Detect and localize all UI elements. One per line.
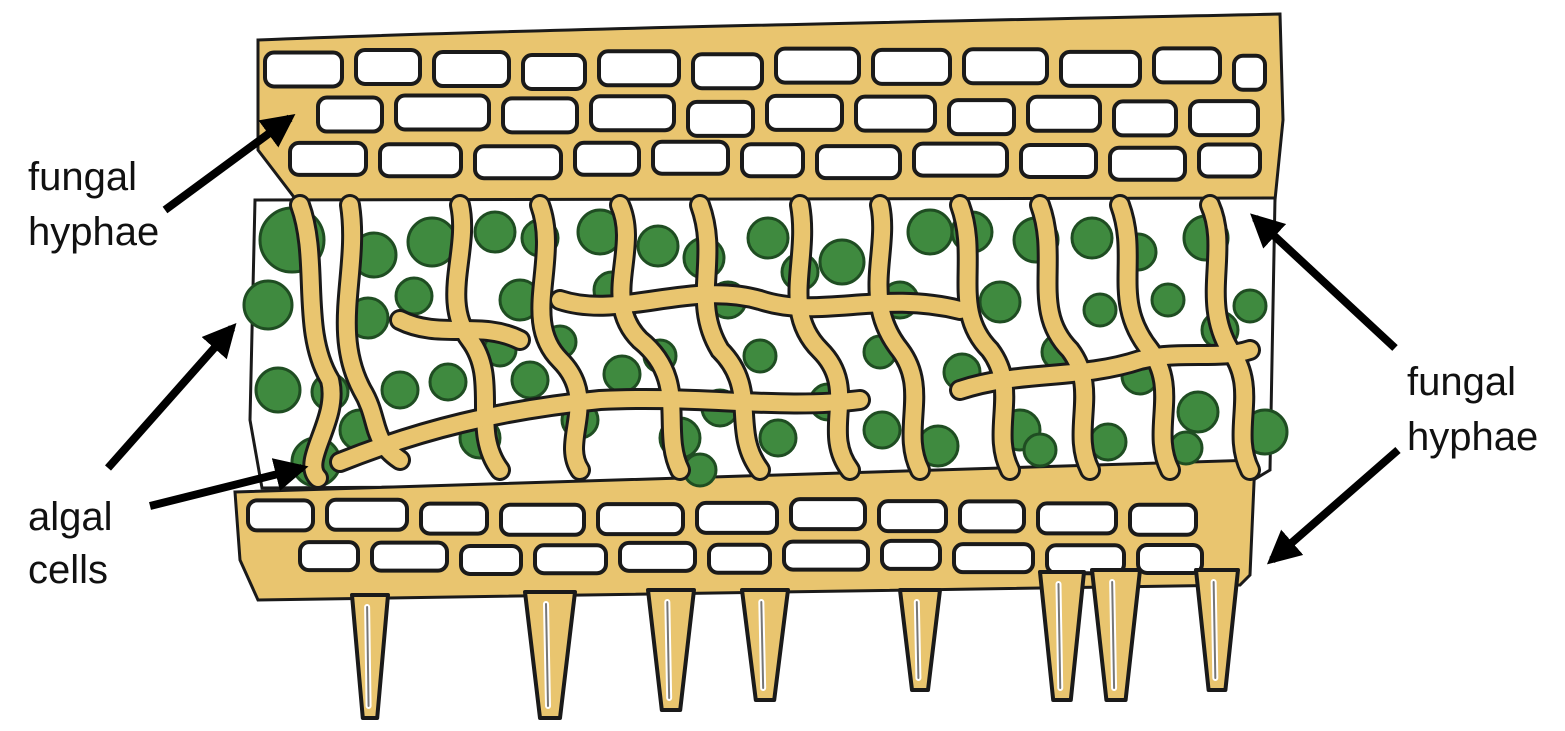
- cortex-cell: [265, 52, 342, 86]
- algal-cell: [760, 420, 796, 456]
- cortex-cell: [1190, 101, 1258, 135]
- cortex-cell: [688, 102, 753, 136]
- cortex-cell: [523, 55, 585, 89]
- cortex-cell: [1114, 101, 1176, 135]
- cortex-cell: [791, 499, 865, 529]
- cortex-cell: [620, 543, 695, 571]
- algal-cell: [908, 210, 952, 254]
- algal-cell: [1234, 290, 1266, 322]
- algal-cell: [1024, 434, 1056, 466]
- cortex-cell: [767, 96, 842, 130]
- label-top-left-line2: hyphae: [28, 210, 159, 254]
- cortex-cell: [914, 144, 1007, 176]
- algal-cell: [604, 356, 640, 392]
- cortex-cell: [882, 541, 940, 569]
- cortex-cell: [709, 545, 770, 573]
- algal-cell: [396, 278, 432, 314]
- cortex-cell: [1130, 505, 1196, 535]
- algal-cell: [382, 372, 418, 408]
- algal-cell: [430, 364, 466, 400]
- cortex-cell: [300, 542, 358, 570]
- cortex-cell: [1154, 48, 1220, 82]
- cortex-cell: [1138, 545, 1202, 573]
- algal-cell: [744, 340, 776, 372]
- label-right-line2: hyphae: [1407, 415, 1538, 459]
- label-bottom-left: algal cells: [28, 495, 113, 592]
- cortex-cell: [964, 49, 1047, 83]
- algal-cell: [1152, 284, 1184, 316]
- cortex-cell: [1021, 145, 1096, 177]
- algal-cell: [256, 368, 300, 412]
- cortex-cell: [873, 50, 950, 84]
- cortex-cell: [318, 98, 382, 132]
- algal-cell: [512, 362, 548, 398]
- algal-cell: [1178, 392, 1218, 432]
- cortex-cell: [949, 100, 1014, 134]
- cortex-cell: [954, 544, 1033, 572]
- cortex-cell: [817, 146, 900, 178]
- cortex-cell: [960, 501, 1024, 531]
- algal-cell: [638, 226, 678, 266]
- label-top-left: fungal hyphae: [28, 155, 159, 254]
- cortex-cell: [421, 504, 487, 534]
- cortex-cell: [1110, 148, 1185, 180]
- algal-cell: [1084, 294, 1116, 326]
- algal-cell: [748, 218, 788, 258]
- cortex-cell: [697, 503, 777, 533]
- cortex-cell: [356, 50, 420, 84]
- cortex-cell: [742, 144, 803, 176]
- cortex-cell: [856, 97, 935, 131]
- label-bottom-left-line2: cells: [28, 548, 108, 592]
- cortex-cell: [575, 143, 639, 175]
- cortex-cell: [327, 500, 407, 530]
- cortex-cell: [591, 96, 674, 130]
- algal-cell: [475, 212, 515, 252]
- label-bottom-left-line1: algal: [28, 495, 113, 539]
- cortex-cell: [475, 146, 561, 178]
- algal-cell: [864, 412, 900, 448]
- cortex-cell: [503, 98, 577, 132]
- algal-cell: [980, 282, 1020, 322]
- cortex-cell: [380, 144, 461, 176]
- cortex-cell: [1038, 503, 1116, 533]
- cortex-cell: [1028, 97, 1100, 131]
- cortex-cell: [598, 504, 683, 534]
- label-right: fungal hyphae: [1407, 360, 1538, 459]
- algal-cell: [1072, 218, 1112, 258]
- cortex-cell: [1234, 56, 1265, 90]
- cortex-cell: [1061, 52, 1140, 86]
- arrow-mid-left: [108, 328, 232, 468]
- cortex-cell: [1199, 145, 1260, 177]
- label-right-line1: fungal: [1407, 360, 1516, 404]
- cortex-cell: [372, 543, 447, 571]
- cortex-cell: [290, 143, 366, 175]
- algal-cell: [820, 240, 864, 284]
- cortex-cell: [653, 142, 728, 174]
- cortex-cell: [535, 545, 606, 573]
- cortex-cell: [461, 546, 521, 574]
- cortex-cell: [396, 96, 489, 130]
- algal-cell: [244, 281, 292, 329]
- label-top-left-line1: fungal: [28, 155, 137, 199]
- cortex-cell: [693, 54, 762, 88]
- cortex-cell: [501, 505, 584, 535]
- cortex-cell: [599, 51, 679, 85]
- arrow-right-upper: [1255, 218, 1395, 348]
- cortex-cell: [776, 49, 859, 83]
- cortex-cell: [248, 500, 313, 530]
- cortex-cell: [784, 542, 868, 570]
- arrow-right-lower: [1272, 450, 1398, 560]
- cortex-cell: [879, 501, 946, 531]
- cortex-cell: [434, 52, 509, 86]
